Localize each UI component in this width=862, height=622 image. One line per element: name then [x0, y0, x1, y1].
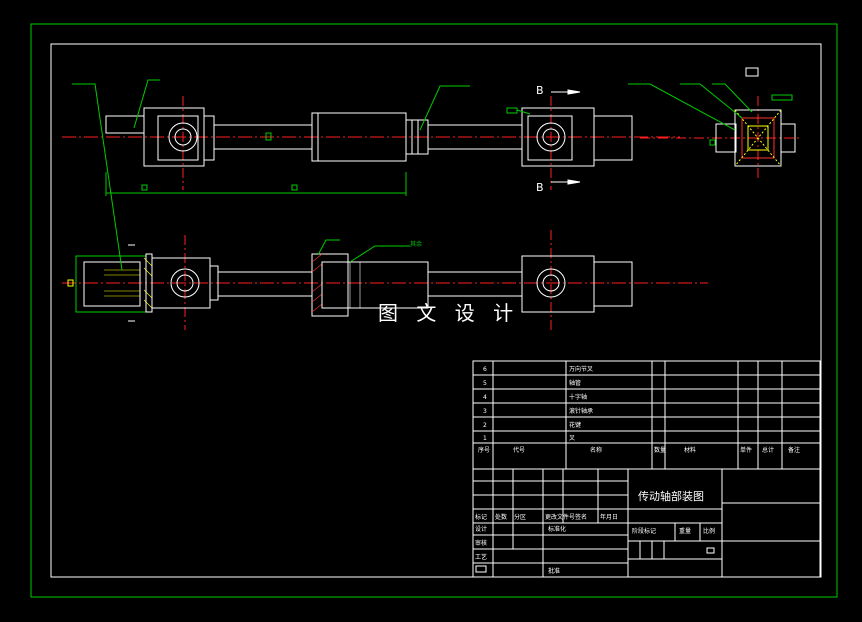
- watermark-text: 图 文 设 计: [378, 301, 519, 325]
- svg-text:万向节叉: 万向节叉: [569, 365, 593, 373]
- svg-text:标准化: 标准化: [548, 525, 566, 533]
- left-yoke-flange: [105, 115, 145, 134]
- left-flange-section: [75, 255, 147, 313]
- inner-frame: [50, 43, 822, 578]
- svg-text:审核: 审核: [475, 539, 487, 547]
- svg-text:设计: 设计: [475, 525, 487, 533]
- svg-text:叉: 叉: [569, 435, 575, 442]
- svg-text:分区: 分区: [514, 513, 526, 521]
- outer-frame: [30, 23, 838, 598]
- svg-text:批准: 批准: [548, 567, 560, 575]
- drawing-title: 传动轴部装图: [638, 489, 704, 503]
- svg-text:3: 3: [483, 408, 487, 415]
- spline-section: [405, 119, 429, 155]
- svg-text:5: 5: [483, 380, 487, 387]
- svg-text:年月日: 年月日: [600, 513, 618, 521]
- svg-text:签名: 签名: [575, 513, 587, 521]
- section-view-b: [628, 67, 800, 180]
- front-section-view: [62, 83, 708, 330]
- right-yoke-bottom: [521, 255, 595, 313]
- design-row: 设计 标准化 阶段标记 重量 比例 审核 工艺 批准: [475, 525, 715, 575]
- svg-text:比例: 比例: [703, 527, 715, 535]
- svg-text:6: 6: [483, 366, 487, 373]
- right-cross-bearing: [536, 122, 566, 152]
- svg-text:2: 2: [483, 422, 487, 429]
- svg-text:材料: 材料: [684, 446, 696, 454]
- svg-text:阶段标记: 阶段标记: [632, 527, 656, 535]
- svg-text:备注: 备注: [788, 446, 800, 454]
- svg-text:轴管: 轴管: [569, 379, 581, 387]
- svg-text:更改文件号: 更改文件号: [545, 513, 575, 521]
- svg-text:滚针轴承: 滚针轴承: [569, 407, 593, 415]
- tube-section: [311, 253, 349, 317]
- spline-callout: 其余: [410, 240, 422, 248]
- svg-text:数量: 数量: [654, 446, 666, 454]
- title-block-grid: [472, 360, 821, 578]
- svg-text:总计: 总计: [762, 446, 774, 454]
- svg-text:花键: 花键: [569, 421, 581, 429]
- svg-text:工艺: 工艺: [475, 553, 487, 561]
- parts-header: 序号 代号 名称 数量 材料 单件 总计 备注: [478, 446, 800, 454]
- section-marker-top: B: [536, 84, 544, 97]
- section-marker-bottom: B: [536, 181, 544, 194]
- svg-text:标记: 标记: [475, 513, 487, 521]
- svg-text:重量: 重量: [679, 527, 691, 535]
- svg-text:4: 4: [483, 394, 487, 401]
- approval-row: 标记 处数 分区 更改文件号 签名 年月日: [475, 513, 618, 521]
- svg-text:1: 1: [483, 435, 487, 442]
- svg-text:序号: 序号: [478, 446, 490, 454]
- svg-text:单件: 单件: [740, 446, 752, 454]
- svg-text:处数: 处数: [495, 513, 507, 521]
- svg-text:名称: 名称: [590, 446, 602, 454]
- left-cross-bearing: [168, 122, 198, 152]
- top-view: [62, 79, 680, 196]
- svg-text:代号: 代号: [513, 446, 525, 454]
- svg-text:十字轴: 十字轴: [569, 393, 587, 401]
- parts-list: 6 万向节叉 5 轴管 4 十字轴 3 滚针轴承 2 花键 1 叉: [483, 365, 593, 442]
